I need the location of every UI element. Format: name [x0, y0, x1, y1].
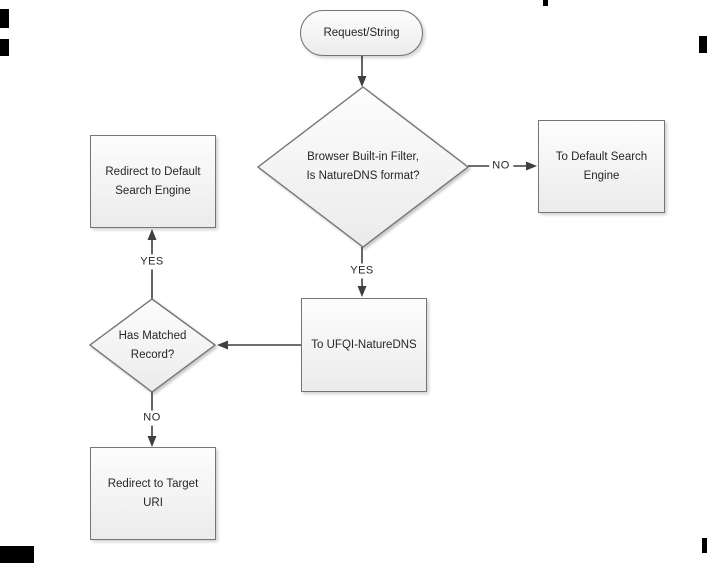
redirect-default-line2: Search Engine — [115, 184, 191, 197]
screen-artifact-top — [543, 0, 548, 6]
node-to-default-search-engine: To Default Search Engine — [538, 120, 665, 213]
ufqi-label: To UFQI-NatureDNS — [311, 338, 417, 351]
node-redirect-to-default-search-engine: Redirect to Default Search Engine — [90, 135, 216, 228]
connector-ufqi-to-match — [217, 340, 301, 350]
redirect-target-line1: Redirect to Target — [107, 477, 199, 490]
default-search-line1: To Default Search — [555, 150, 648, 163]
edge-label-no-to-redirect-target: NO — [140, 410, 164, 426]
node-to-ufqi-naturedns: To UFQI-NatureDNS — [301, 298, 427, 392]
screen-artifact-left-2 — [0, 39, 9, 56]
screen-artifact-bottom-right — [702, 538, 707, 553]
screen-artifact-right-1 — [699, 36, 707, 53]
screen-artifact-left-1 — [0, 9, 9, 28]
connector-match-to-redirect-default — [147, 229, 157, 299]
default-search-line2: Engine — [583, 169, 620, 182]
node-request-string-label: Request/String — [323, 26, 400, 39]
node-redirect-to-target-uri: Redirect to Target URI — [90, 447, 216, 540]
node-request-string: Request/String — [300, 10, 423, 56]
edge-label-yes-to-ufqi: YES — [347, 263, 377, 279]
node-match-decision-shape — [88, 298, 217, 393]
edge-label-no-to-default-search: NO — [489, 158, 513, 174]
redirect-default-line1: Redirect to Default — [105, 165, 201, 178]
connector-request-to-filter — [357, 56, 367, 87]
edge-label-yes-to-redirect-default: YES — [137, 254, 167, 270]
redirect-target-line2: URI — [143, 496, 163, 509]
screen-artifact-bottom-left — [0, 546, 34, 563]
node-filter-decision-shape — [256, 86, 470, 248]
